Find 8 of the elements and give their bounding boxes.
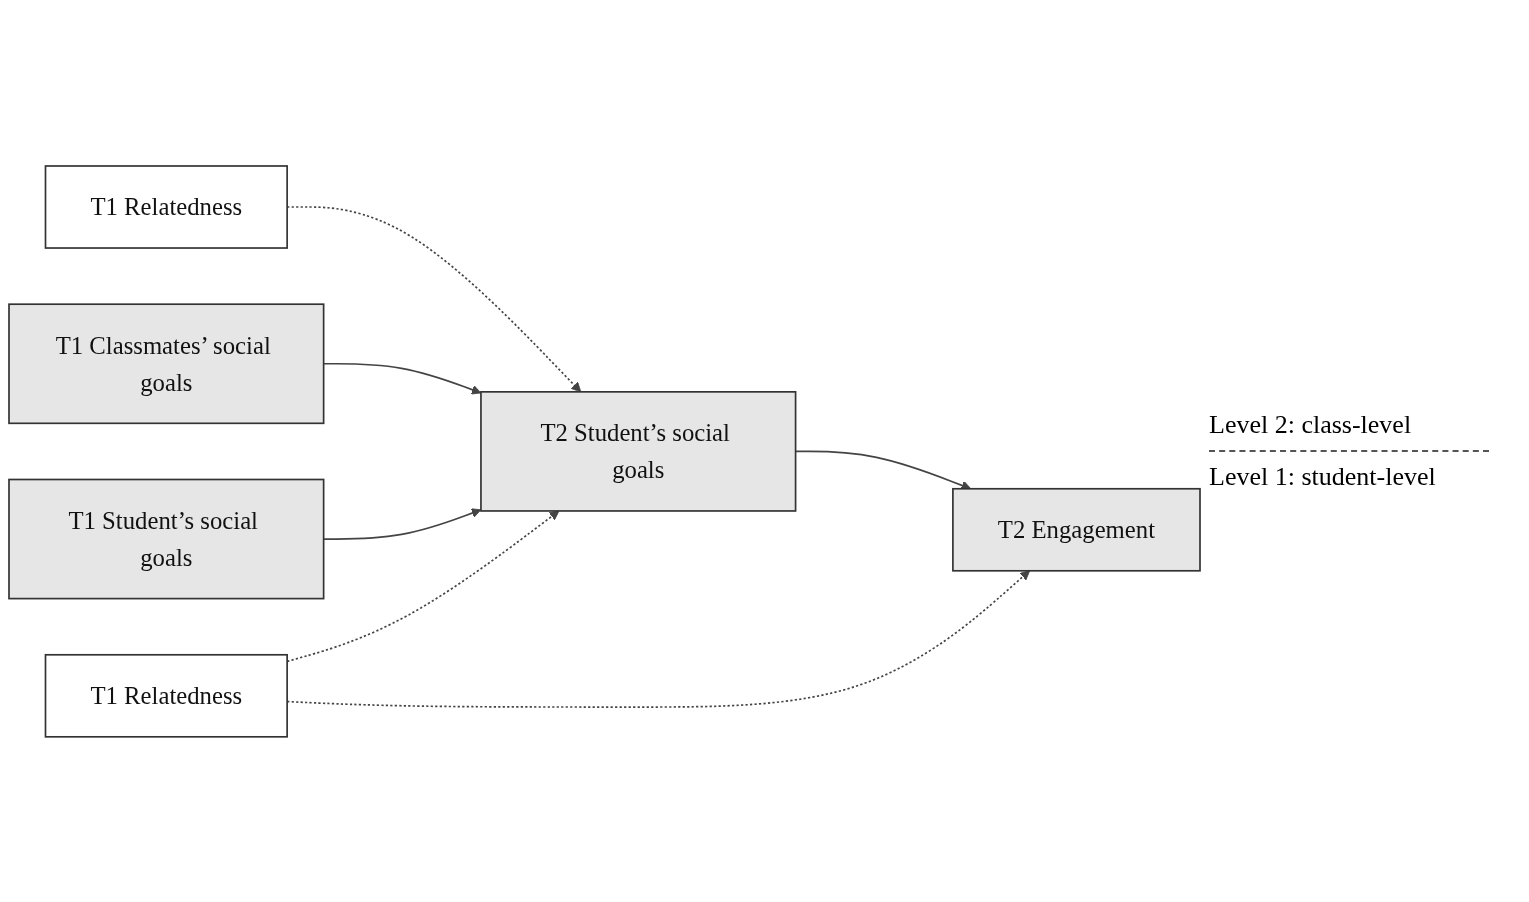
node-box: T1 Relatedness	[44, 653, 288, 738]
node-box: T2 Student’s social goals	[480, 390, 797, 512]
level-label: Level 2: class-level	[1209, 410, 1412, 440]
node-box: T1 Classmates’ social goals	[8, 302, 325, 424]
node-box: T2 Engagement	[952, 487, 1201, 572]
node-box: T1 Relatedness	[44, 164, 288, 249]
node-box: T1 Student’s social goals	[8, 478, 325, 600]
level-label: Level 1: student-level	[1209, 462, 1436, 492]
